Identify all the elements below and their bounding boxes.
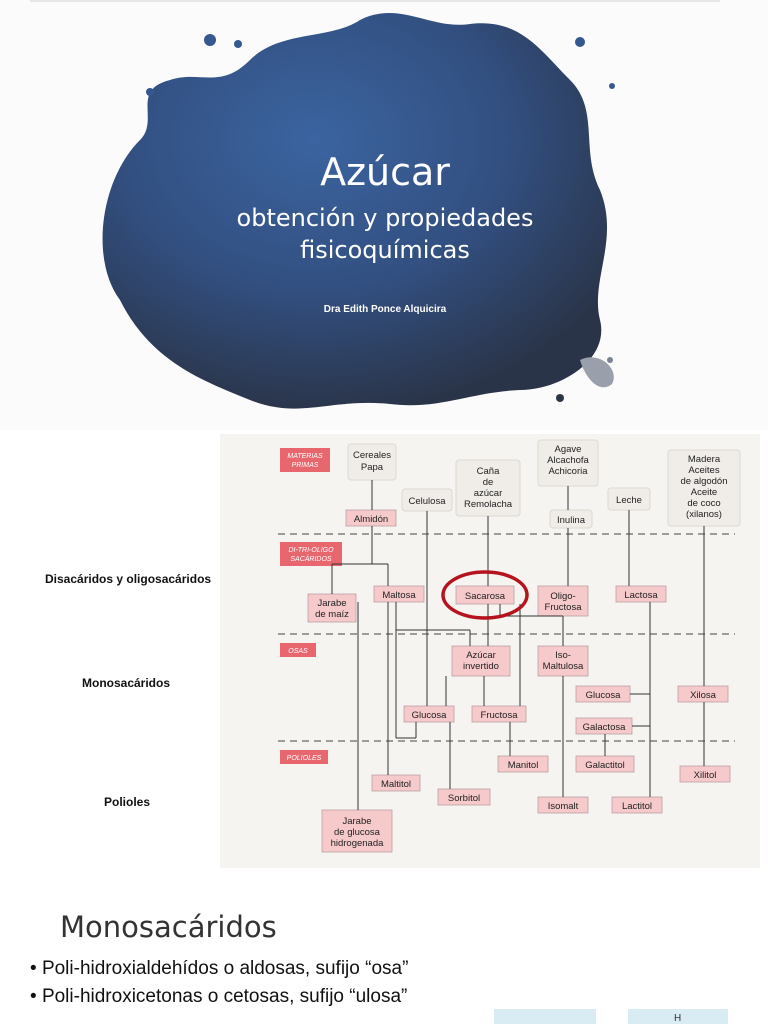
- section-osas-label: OSAS: [280, 643, 316, 657]
- svg-text:(xilanos): (xilanos): [686, 509, 722, 520]
- svg-text:Sorbitol: Sorbitol: [448, 793, 480, 804]
- monosacaridos-slide: Monosacáridos • Poli-hidroxialdehídos o …: [0, 870, 768, 1024]
- title-slide: Azúcar obtención y propiedades fisicoquí…: [0, 0, 768, 430]
- node-sorbitol: [437, 788, 491, 806]
- svg-text:Galactitol: Galactitol: [585, 760, 625, 771]
- svg-text:Aceite: Aceite: [691, 487, 717, 498]
- subtitle-line-1: obtención y propiedades: [236, 204, 534, 232]
- node-fructosa: [471, 705, 527, 723]
- paint-splash-background: [102, 13, 615, 409]
- highlight-sacarosa: [441, 570, 529, 620]
- section-polioles-label: POLIOLES: [280, 750, 328, 764]
- svg-text:Maltitol: Maltitol: [381, 779, 411, 790]
- section-heading: Monosacáridos: [60, 910, 277, 944]
- svg-text:Fructosa: Fructosa: [481, 710, 519, 721]
- svg-text:SACÁRIDOS: SACÁRIDOS: [290, 554, 332, 563]
- svg-text:Maltulosa: Maltulosa: [543, 661, 584, 672]
- svg-text:Maltosa: Maltosa: [382, 590, 416, 601]
- svg-text:Alcachofa: Alcachofa: [547, 455, 589, 466]
- svg-text:azúcar: azúcar: [474, 488, 503, 499]
- node-xilitol: [679, 765, 731, 783]
- node-maltitol: [371, 774, 421, 792]
- card-letter: H: [674, 1013, 682, 1024]
- slide-title: Azúcar: [320, 150, 450, 194]
- svg-text:Manitol: Manitol: [508, 760, 539, 771]
- svg-text:Oligo-: Oligo-: [550, 591, 575, 602]
- svg-text:de coco: de coco: [687, 498, 720, 509]
- svg-text:Xilosa: Xilosa: [690, 690, 717, 701]
- svg-text:Leche: Leche: [616, 495, 642, 506]
- svg-text:Lactosa: Lactosa: [624, 590, 658, 601]
- author: Dra Edith Ponce Alquicira: [323, 304, 447, 315]
- svg-text:Sacarosa: Sacarosa: [465, 591, 506, 602]
- svg-text:Jarabe: Jarabe: [317, 598, 346, 609]
- node-sacarosa: [455, 585, 515, 605]
- svg-text:Iso-: Iso-: [555, 650, 571, 661]
- svg-text:PRIMAS: PRIMAS: [292, 462, 319, 469]
- svg-text:de glucosa: de glucosa: [334, 827, 381, 838]
- svg-text:hidrogenada: hidrogenada: [331, 838, 385, 849]
- bullet-1: • Poli-hidroxialdehídos o aldosas, sufij…: [30, 958, 409, 979]
- node-oligo: [537, 585, 589, 617]
- svg-text:Fructosa: Fructosa: [545, 602, 583, 613]
- slide-subtitle: obtención y propiedades fisicoquímicas: [170, 202, 600, 266]
- node-lactitol: [611, 796, 663, 814]
- sugar-production-diagram: MATERIAS PRIMAS DI-TRI-OLIGO SACÁRIDOS O…: [220, 434, 760, 868]
- svg-text:Azúcar: Azúcar: [466, 650, 496, 661]
- bullet-2: • Poli-hidroxicetonas o cetosas, sufijo …: [30, 986, 408, 1007]
- svg-text:Madera: Madera: [688, 454, 721, 465]
- node-xilosa: [677, 685, 729, 703]
- section-raw-label: MATERIAS PRIMAS: [280, 448, 330, 472]
- node-maltosa: [373, 585, 425, 603]
- node-glucosa: [403, 705, 455, 723]
- node-inulina-box: [549, 509, 593, 529]
- svg-text:Cereales: Cereales: [353, 450, 391, 461]
- node-almidon: [345, 509, 397, 527]
- label-monosacaridos: Monosacáridos: [82, 676, 171, 690]
- svg-text:Achicoria: Achicoria: [548, 466, 588, 477]
- svg-text:de algodón: de algodón: [680, 476, 727, 487]
- svg-text:Almidón: Almidón: [354, 514, 388, 525]
- svg-text:Lactitol: Lactitol: [622, 801, 652, 812]
- diagram-slide: Disacáridos y oligosacáridos Monosacárid…: [0, 430, 768, 870]
- svg-text:Jarabe: Jarabe: [342, 816, 371, 827]
- node-azucar-invertido: [451, 645, 511, 677]
- bullet-1-text: Poli-hidroxialdehídos o aldosas, sufijo …: [41, 958, 409, 979]
- svg-text:Glucosa: Glucosa: [412, 710, 448, 721]
- svg-text:Glucosa: Glucosa: [586, 690, 622, 701]
- svg-text:OSAS: OSAS: [288, 648, 308, 655]
- label-disacaridos: Disacáridos y oligosacáridos: [45, 572, 212, 586]
- svg-text:invertido: invertido: [463, 661, 499, 672]
- svg-text:MATERIAS: MATERIAS: [287, 453, 323, 460]
- svg-text:Remolacha: Remolacha: [464, 499, 513, 510]
- svg-text:de maíz: de maíz: [315, 609, 349, 620]
- svg-text:de: de: [483, 477, 494, 488]
- node-lactosa: [615, 585, 667, 603]
- svg-text:Aceites: Aceites: [688, 465, 719, 476]
- bullet-2-text: Poli-hidroxicetonas o cetosas, sufijo “u…: [41, 986, 408, 1007]
- svg-text:Isomalt: Isomalt: [548, 801, 579, 812]
- svg-text:Caña: Caña: [477, 466, 500, 477]
- structure-card: [494, 1009, 596, 1024]
- svg-text:Agave: Agave: [555, 444, 582, 455]
- svg-text:Galactosa: Galactosa: [583, 722, 626, 733]
- svg-text:Celulosa: Celulosa: [409, 496, 447, 507]
- svg-text:POLIOLES: POLIOLES: [287, 755, 322, 762]
- node-jarabe-glucosa: [321, 809, 393, 853]
- node-manitol: [497, 755, 549, 773]
- svg-text:Xilitol: Xilitol: [694, 770, 717, 781]
- label-polioles: Polioles: [104, 795, 151, 809]
- subtitle-line-2: fisicoquímicas: [300, 236, 470, 264]
- svg-text:Inulina: Inulina: [557, 515, 586, 526]
- structure-card: H: [628, 1009, 728, 1024]
- svg-text:DI-TRI-OLIGO: DI-TRI-OLIGO: [288, 547, 334, 554]
- node-jarabe-maiz: [307, 593, 357, 623]
- svg-text:Papa: Papa: [361, 462, 384, 473]
- section-di-label: DI-TRI-OLIGO SACÁRIDOS: [280, 542, 342, 566]
- divider: [30, 0, 720, 2]
